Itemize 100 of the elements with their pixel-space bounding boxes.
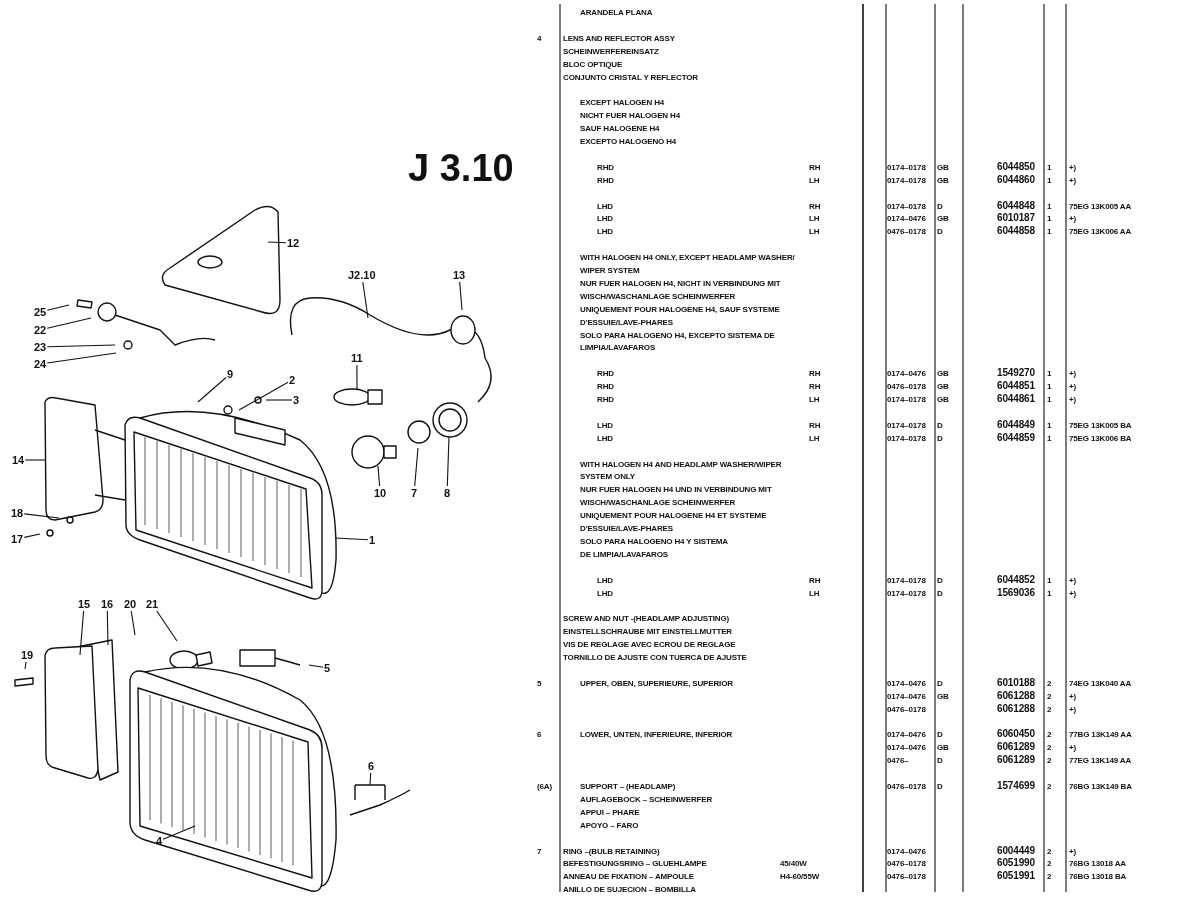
date-range: 0174–0476	[887, 743, 926, 754]
part-number: 6044861	[997, 394, 1035, 404]
part-description: ARANDELA PLANA	[580, 8, 653, 18]
quantity: 1	[1047, 395, 1052, 405]
part-description: RHD	[597, 382, 614, 393]
date-range: 0174–0178	[887, 575, 926, 586]
part-description: WISCH/WASCHANLAGE SCHEINWERFER	[580, 498, 736, 509]
callout-number: 7	[411, 487, 418, 499]
note-code: +)	[1069, 369, 1077, 380]
part-number: 1549270	[997, 368, 1035, 379]
side-code: RH	[809, 382, 821, 393]
leader-line	[267, 241, 287, 244]
part-description: LHD	[597, 201, 613, 212]
part-description: SCHEINWERFEREINSATZ	[563, 46, 659, 57]
part-number: 6044859	[997, 432, 1035, 443]
note-code: +)	[1069, 704, 1077, 715]
part-description: LHD	[597, 227, 613, 238]
part-description: NICHT FUER HALOGEN H4	[580, 111, 680, 122]
leader-line	[238, 381, 289, 411]
callout-number: 3	[293, 394, 300, 406]
quantity: 2	[1047, 743, 1052, 754]
market-code: D	[937, 433, 943, 444]
part-description: RHD	[597, 369, 614, 380]
leader-line	[265, 399, 293, 401]
part-description: LOWER, UNTEN, INFERIEURE, INFERIOR	[580, 730, 733, 741]
side-code: RH	[809, 369, 821, 380]
callout-number: 24	[34, 358, 47, 370]
quantity: 2	[1047, 730, 1052, 741]
quantity: 1	[1047, 369, 1052, 380]
part-description: ANNEAU DE FIXATION – AMPOULE	[563, 872, 694, 883]
note-code: 77EG 13K149 AA	[1069, 756, 1132, 767]
part-description: WITH HALOGEN H4 AND HEADLAMP WASHER/WIPER	[580, 459, 782, 470]
quantity: 2	[1047, 846, 1052, 857]
part-description: AUFLAGEBOCK – SCHEINWERFER	[580, 794, 713, 805]
note-code: +)	[1069, 395, 1077, 405]
date-range: 0174–0178	[887, 162, 926, 173]
note-code: 76BG 13K149 BA	[1069, 782, 1132, 792]
leader-line	[130, 610, 136, 636]
side-code: RH	[809, 575, 821, 586]
leader-line	[46, 344, 116, 348]
part-number: 6061288	[997, 703, 1035, 714]
bulb-rating: H4-60/55W	[780, 872, 820, 883]
callout-number: 6	[368, 760, 375, 772]
reference-number: 5	[537, 678, 542, 689]
side-code: RH	[809, 201, 821, 212]
callout-number: 2	[289, 374, 296, 386]
market-code: GB	[937, 743, 949, 754]
leader-line	[46, 317, 92, 329]
part-description: WITH HALOGEN H4 ONLY, EXCEPT HEADLAMP WASHER/	[580, 253, 795, 264]
note-code: 76BG 13018 BA	[1069, 872, 1127, 883]
part-description: D'ESSUIE/LAVE-PHARES	[580, 317, 673, 328]
part-description: LHD	[597, 588, 613, 599]
part-description: SUPPORT – (HEADLAMP)	[580, 782, 676, 792]
leader-line	[106, 610, 109, 646]
part-description: WIPER SYSTEM	[580, 266, 640, 276]
part-description: NUR FUER HALOGEN H4 UND IN VERBINDUNG MIT	[580, 485, 772, 496]
quantity: 1	[1047, 227, 1052, 238]
part-description: BLOC OPTIQUE	[563, 59, 623, 70]
market-code: GB	[937, 369, 949, 380]
quantity: 1	[1047, 575, 1052, 586]
date-range: 0476–	[887, 756, 909, 767]
side-code: LH	[809, 395, 820, 405]
market-code: GB	[937, 382, 949, 393]
market-code: D	[937, 227, 943, 238]
note-code: 77BG 13K149 AA	[1069, 730, 1132, 741]
quantity: 2	[1047, 859, 1052, 870]
part-description: UNIQUEMENT POUR HALOGENE H4, SAUF SYSTEME	[580, 304, 780, 315]
side-code: RH	[809, 420, 821, 431]
market-code: GB	[937, 691, 949, 702]
market-code: D	[937, 730, 943, 741]
side-code: LH	[809, 227, 820, 238]
part-description: RHD	[597, 395, 614, 405]
quantity: 2	[1047, 872, 1052, 883]
part-number: 6061289	[997, 755, 1035, 766]
callout-number: 11	[351, 352, 363, 364]
leader-line	[23, 533, 41, 538]
part-description: RING –(BULB RETAINING)	[563, 846, 660, 857]
quantity: 2	[1047, 756, 1052, 767]
date-range: 0174–0178	[887, 588, 926, 599]
callout-number: 21	[146, 598, 159, 610]
side-code: LH	[809, 588, 820, 599]
note-code: +)	[1069, 743, 1077, 754]
note-code: +)	[1069, 175, 1077, 186]
part-number: 1569036	[997, 587, 1035, 598]
date-range: 0476–0178	[887, 704, 926, 715]
quantity: 1	[1047, 588, 1052, 599]
part-description: APPUI – PHARE	[580, 807, 640, 818]
reference-number: 7	[537, 846, 542, 857]
note-code: 75EG 13K006 BA	[1069, 433, 1132, 444]
part-number: 6044858	[997, 226, 1035, 237]
part-number: 6044848	[997, 200, 1035, 211]
leader-line	[24, 661, 27, 670]
part-description: LHD	[597, 575, 613, 586]
part-description: VIS DE REGLAGE AVEC ECROU DE REGLAGE	[563, 640, 736, 651]
side-code: LH	[809, 214, 820, 225]
part-number: 1574699	[997, 781, 1035, 791]
callout-number: J2.10	[348, 269, 376, 281]
leader-line	[79, 610, 85, 656]
part-number: 6044850	[997, 161, 1035, 172]
callout-number: 25	[34, 306, 47, 318]
